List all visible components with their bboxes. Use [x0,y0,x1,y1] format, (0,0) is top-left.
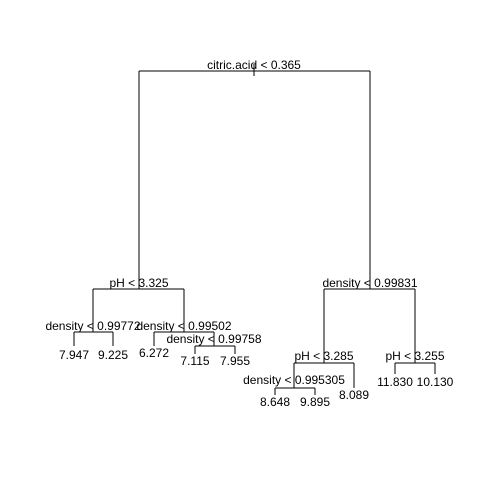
split-node-right-left: pH < 3.285 8.089 [293,349,369,402]
split-node-left-right: density < 0.99502 6.272 [136,319,231,360]
leaf-value: 8.089 [339,388,369,402]
leaf-value: 6.272 [139,346,169,360]
split-label: density < 0.99772 [45,319,140,333]
split-node-right-left-left: density < 0.995305 8.648 9.895 [243,373,345,409]
leaf-value: 11.830 [377,375,413,389]
split-label: pH < 3.325 [109,276,168,290]
split-node-root: citric.acid < 0.365 [138,58,371,289]
split-label: density < 0.99502 [136,319,231,333]
split-node-left-right-right: density < 0.99758 7.115 7.955 [166,332,261,368]
split-node-left: pH < 3.325 [92,276,185,332]
split-label: density < 0.99758 [166,332,261,346]
leaf-value: 8.648 [260,395,290,409]
leaf-value: 9.895 [300,395,330,409]
split-node-right-right: pH < 3.255 11.830 10.130 [377,349,454,389]
leaf-value: 7.955 [220,354,250,368]
split-node-left-left: density < 0.99772 7.947 9.225 [45,319,140,362]
split-label: density < 0.99831 [322,276,417,290]
leaf-value: 10.130 [417,375,454,389]
split-label: density < 0.995305 [243,373,345,387]
leaf-value: 7.947 [59,348,89,362]
leaf-value: 7.115 [180,354,209,368]
split-label: citric.acid < 0.365 [207,58,301,72]
leaf-value: 9.225 [98,348,128,362]
split-label: pH < 3.285 [294,349,353,363]
split-node-right: density < 0.99831 [322,276,418,363]
split-label: pH < 3.255 [385,349,444,363]
